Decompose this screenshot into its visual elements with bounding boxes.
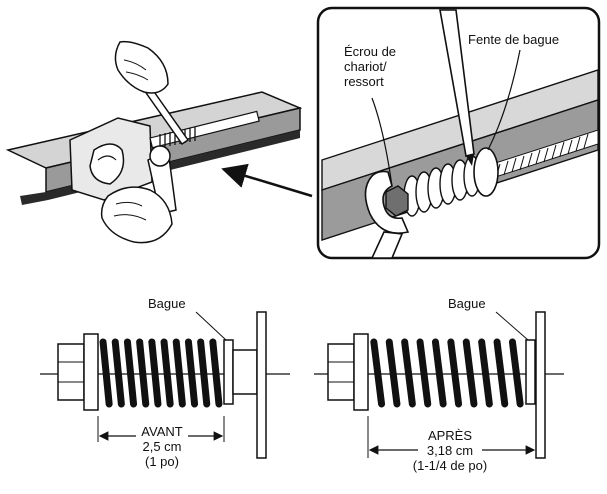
inset-ring [473, 147, 499, 197]
inset-wrench [364, 170, 410, 234]
spring-coil [447, 338, 463, 408]
inset-nut [385, 185, 409, 217]
after-ring-label: Bague [448, 296, 486, 311]
before-metric: 2,5 cm [142, 439, 182, 454]
nut-label-line-1: Écrou de [344, 44, 397, 59]
before-ring [223, 339, 234, 405]
spring-coil [462, 338, 478, 408]
before-ring-label: Bague [148, 296, 186, 311]
spring-coil [478, 338, 493, 408]
spring-coil [493, 338, 509, 408]
inset-slot-label: Fente de bague [468, 32, 560, 47]
inset-spring [403, 155, 481, 217]
spring-coil [136, 338, 150, 408]
spring-coil [123, 338, 138, 408]
spring-coil [209, 338, 223, 408]
spring-coil [401, 338, 416, 408]
inset-detail [316, 6, 601, 260]
spring-coil [416, 338, 432, 408]
spring-coil [385, 338, 401, 408]
after-ring [525, 339, 536, 405]
after-metric: 3,18 cm [426, 443, 474, 458]
spring-coil [508, 338, 524, 408]
spring-coil [431, 338, 447, 408]
inset-nut-label: Écrou de chariot/ ressort [344, 44, 396, 89]
before-nut [57, 343, 85, 401]
after-assembly [314, 311, 564, 462]
pointer-arrow [221, 163, 313, 198]
before-imperial: (1 po) [145, 454, 179, 469]
spring-coil [370, 338, 386, 408]
before-plate [256, 311, 267, 459]
spring-coil [111, 338, 125, 408]
after-imperial: (1-1/4 de po) [412, 458, 488, 473]
spring-coil [184, 338, 199, 408]
spring-coil [172, 338, 186, 408]
after-spring [370, 338, 524, 408]
after-caption-text: APRÈS [427, 428, 473, 443]
spring-coil [148, 338, 162, 408]
after-caption: APRÈS 3,18 cm (1-1/4 de po) [390, 428, 510, 473]
overview-illustration [5, 40, 303, 244]
after-plate [535, 311, 546, 459]
before-caption: AVANT 2,5 cm (1 po) [112, 424, 212, 469]
lower-hand [100, 186, 173, 244]
spring-coil [99, 338, 113, 408]
spring-coil [160, 338, 174, 408]
nut-label-line-3: ressort [344, 74, 384, 89]
spring-coil [197, 338, 211, 408]
before-assembly [40, 311, 290, 459]
before-caption-text: AVANT [141, 424, 183, 439]
after-nut [327, 343, 355, 401]
leader-nut [371, 97, 393, 187]
leader-slot [487, 49, 521, 151]
before-spring [99, 338, 223, 408]
threaded-rod [149, 110, 260, 149]
nut-label-line-2: chariot/ [344, 59, 387, 74]
